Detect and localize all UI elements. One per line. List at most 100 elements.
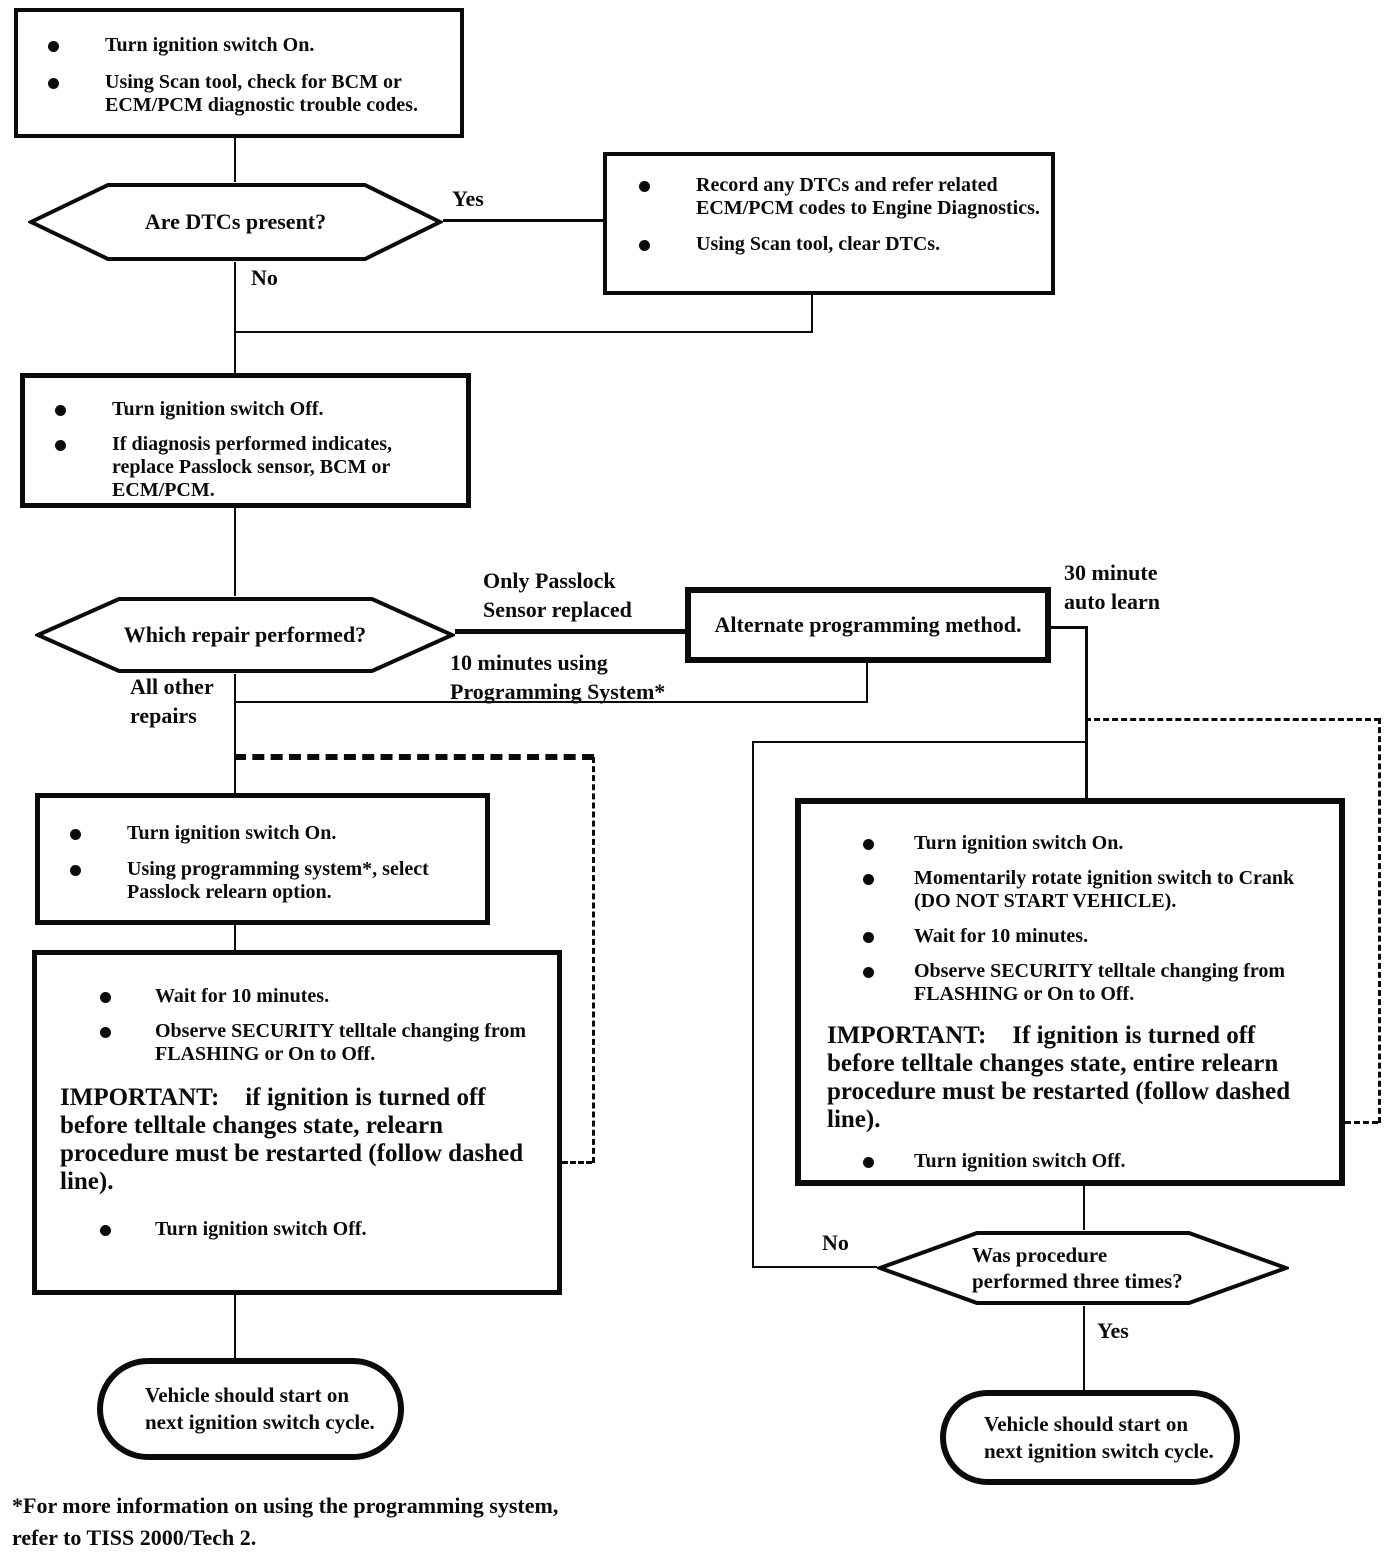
connector-30min	[1085, 626, 1088, 798]
list-item: Turn ignition switch Off.	[100, 1218, 545, 1241]
connector	[234, 331, 813, 333]
list-item: If diagnosis performed indicates, replac…	[55, 433, 458, 502]
dashed-restart-left	[592, 757, 595, 1163]
connector-10min	[234, 701, 866, 703]
bullet-icon	[639, 181, 650, 192]
bullet-icon	[863, 874, 874, 885]
list-item: Using Scan tool, check for BCM or ECM/PC…	[48, 71, 452, 117]
edge-label-10-minutes: 10 minutes using Programming System*	[450, 650, 666, 704]
connector-no	[234, 262, 236, 373]
bullet-icon	[48, 78, 59, 89]
list-item: Turn ignition switch On.	[70, 822, 477, 845]
bullet-icon	[100, 1225, 111, 1236]
connector	[1051, 626, 1088, 629]
start-box: Turn ignition switch On. Using Scan tool…	[14, 8, 464, 138]
alternate-method-box: Alternate programming method.	[685, 587, 1051, 663]
list-item: Observe SECURITY telltale changing from …	[863, 960, 1329, 1006]
list-item: Turn ignition switch Off.	[55, 398, 458, 421]
dashed-restart-left	[234, 754, 594, 760]
footnote: *For more information on using the progr…	[12, 1493, 559, 1550]
step-text: Turn ignition switch Off.	[112, 398, 324, 420]
connector	[234, 138, 236, 182]
connector	[811, 295, 813, 333]
dashed-restart-left	[562, 1161, 592, 1164]
step-text: Turn ignition switch On.	[105, 34, 315, 56]
step-text: Wait for 10 minutes.	[155, 985, 330, 1007]
list-item: Turn ignition switch Off.	[863, 1150, 1329, 1173]
bullet-icon	[55, 405, 66, 416]
step-text: Using Scan tool, check for BCM or ECM/PC…	[105, 71, 418, 116]
connector	[866, 663, 868, 703]
bullet-icon	[863, 967, 874, 978]
step-text: Turn ignition switch On.	[127, 822, 337, 844]
list-item: Turn ignition switch On.	[48, 34, 452, 57]
edge-label-yes: Yes	[1097, 1318, 1129, 1343]
connector-all-other	[234, 674, 236, 793]
list-item: Wait for 10 minutes.	[100, 985, 545, 1008]
bullet-icon	[863, 839, 874, 850]
connector	[1083, 1186, 1085, 1230]
decision-dtcs-present: Are DTCs present?	[26, 182, 445, 262]
step-text: Observe SECURITY telltale changing from …	[155, 1020, 527, 1065]
step-text: Turn ignition switch On.	[914, 832, 1124, 854]
left-procedure-box: Wait for 10 minutes. Observe SECURITY te…	[32, 950, 562, 1295]
step-text: Momentarily rotate ignition switch to Cr…	[914, 867, 1295, 912]
list-item: Momentarily rotate ignition switch to Cr…	[863, 867, 1329, 913]
important-text: if ignition is turned off before telltal…	[60, 1084, 524, 1195]
bullet-icon	[863, 1157, 874, 1168]
edge-label-no: No	[822, 1230, 849, 1255]
left-terminal: Vehicle should start on next ignition sw…	[97, 1358, 404, 1460]
step-text: Observe SECURITY telltale changing from …	[914, 960, 1286, 1005]
step-text: Using Scan tool, clear DTCs.	[696, 233, 941, 255]
important-note: IMPORTANT:If ignition is turned off befo…	[827, 1022, 1327, 1134]
bullet-icon	[639, 240, 650, 251]
connector-no-loop	[752, 1266, 877, 1268]
edge-label-yes: Yes	[452, 186, 484, 211]
list-item: Turn ignition switch On.	[863, 832, 1329, 855]
edge-label-no: No	[251, 265, 278, 290]
decision-question: Which repair performed?	[123, 622, 367, 647]
important-label: IMPORTANT:	[60, 1084, 220, 1111]
step-text: Wait for 10 minutes.	[914, 925, 1089, 947]
step-text: Turn ignition switch Off.	[155, 1218, 367, 1240]
list-item: Wait for 10 minutes.	[863, 925, 1329, 948]
ignition-off-box: Turn ignition switch Off. If diagnosis p…	[20, 373, 471, 508]
important-text: If ignition is turned off before telltal…	[827, 1022, 1291, 1133]
bullet-icon	[100, 992, 111, 1003]
connector-no-loop	[752, 741, 1085, 743]
decision-three-times: Was procedure performed three times?	[874, 1230, 1292, 1306]
node-label: Alternate programming method.	[714, 612, 1022, 637]
decision-which-repair: Which repair performed?	[33, 596, 457, 674]
step-text: If diagnosis performed indicates, replac…	[112, 433, 392, 501]
dashed-restart-right	[1085, 718, 1380, 721]
edge-label-only-passlock: Only Passlock Sensor replaced	[483, 568, 632, 622]
connector-no-loop	[752, 741, 754, 1268]
decision-question: Was procedure performed three times?	[972, 1243, 1183, 1293]
hexagon-shape	[26, 183, 445, 261]
hexagon-shape	[33, 597, 457, 673]
connector-yes2	[1083, 1306, 1085, 1390]
list-item: Using programming system*, select Passlo…	[70, 858, 477, 904]
connector	[234, 508, 236, 596]
right-procedure-box: Turn ignition switch On. Momentarily rot…	[795, 798, 1345, 1186]
connector	[234, 1295, 236, 1358]
hexagon-shape	[874, 1231, 1292, 1305]
list-item: Observe SECURITY telltale changing from …	[100, 1020, 545, 1066]
connector-passlock	[455, 629, 685, 634]
decision-question: Are DTCs present?	[144, 209, 327, 234]
bullet-icon	[48, 41, 59, 52]
important-label: IMPORTANT:	[827, 1022, 987, 1049]
record-dtcs-box: Record any DTCs and refer related ECM/PC…	[603, 152, 1055, 295]
important-note: IMPORTANT:if ignition is turned off befo…	[60, 1084, 545, 1196]
step-text: Record any DTCs and refer related ECM/PC…	[696, 174, 1040, 219]
step-text: Using programming system*, select Passlo…	[127, 858, 429, 903]
edge-label-all-other: All other repairs	[130, 674, 214, 728]
bullet-icon	[70, 829, 81, 840]
edge-label-30-minute: 30 minute auto learn	[1064, 560, 1160, 614]
right-terminal: Vehicle should start on next ignition sw…	[940, 1390, 1240, 1485]
step-text: Turn ignition switch Off.	[914, 1150, 1126, 1172]
bullet-icon	[863, 932, 874, 943]
dashed-restart-right	[1345, 1121, 1378, 1124]
connector-yes	[443, 219, 603, 222]
